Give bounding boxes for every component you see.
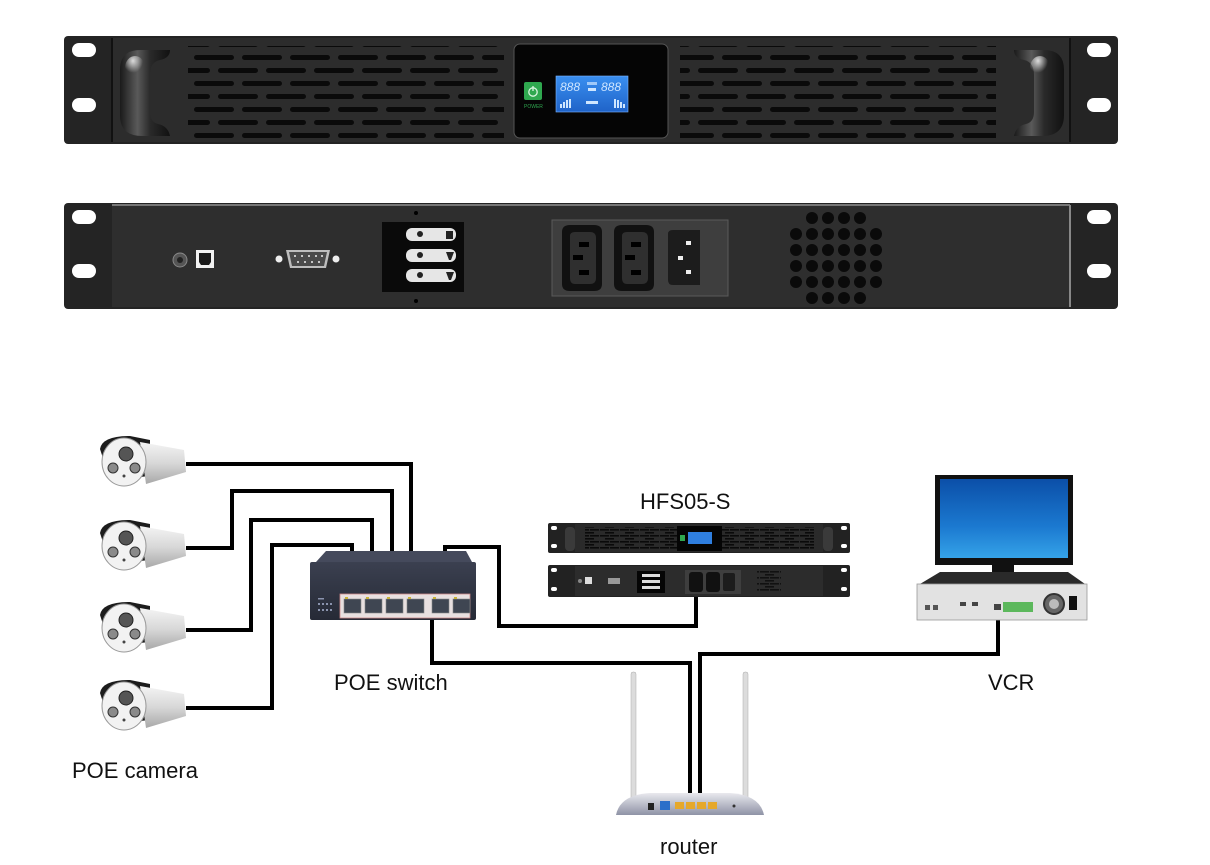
vcr-label: VCR (988, 670, 1035, 695)
fan-vent (790, 212, 882, 304)
power-button-label: POWER (524, 104, 543, 110)
port-led (454, 597, 457, 599)
lcd-left-digits: 888 (560, 80, 580, 94)
fan-vent-hole (822, 228, 834, 240)
camera-lens (118, 530, 134, 546)
ups-small-front (548, 523, 850, 553)
port-led (366, 597, 369, 599)
fan-vent-hole (790, 244, 802, 256)
camera-lens (118, 690, 134, 706)
poe-camera-label: POE camera (72, 758, 198, 783)
port-led (345, 597, 348, 599)
rack-ear-hole (1087, 43, 1111, 57)
fan-vent-hole (870, 276, 882, 288)
c13-outlet-1[interactable] (562, 225, 602, 291)
rack-ear-hole (1087, 264, 1111, 278)
switch-port-3[interactable] (385, 598, 404, 614)
fan-vent-hole (838, 276, 850, 288)
fan-vent-hole (838, 260, 850, 272)
rack-ear-hole (1087, 98, 1111, 112)
ups-model-label: HFS05-S (640, 489, 731, 514)
fan-vent-hole (806, 212, 818, 224)
cable-switch-router (430, 610, 692, 795)
rack-ear-hole (72, 264, 96, 278)
rack-ear-hole (72, 98, 96, 112)
cable-switch-ups (443, 545, 698, 628)
c13-outlet-2[interactable] (614, 225, 654, 291)
switch-port-5[interactable] (431, 598, 450, 614)
db9-serial-port[interactable] (275, 250, 340, 268)
poe-camera-2[interactable] (100, 520, 186, 571)
cable-camera-3 (186, 518, 374, 632)
router-label: router (660, 834, 718, 859)
c14-inlet[interactable] (668, 230, 700, 285)
cable-vcr-router (698, 608, 1000, 795)
port-led (387, 597, 390, 599)
lcd-right-digits: 888 (601, 80, 621, 94)
fan-vent-hole (854, 244, 866, 256)
fan-vent-hole (854, 212, 866, 224)
camera-lens (118, 612, 134, 628)
switch-port-2[interactable] (364, 598, 383, 614)
fan-vent-hole (806, 244, 818, 256)
poe-switch-label: POE switch (334, 670, 448, 695)
terminal-block[interactable] (382, 211, 464, 303)
poe-switch[interactable] (310, 551, 476, 620)
router[interactable] (616, 671, 764, 815)
camera-lens (118, 446, 134, 462)
fan-vent-hole (870, 260, 882, 272)
poe-camera-4[interactable] (100, 680, 186, 731)
fan-vent-hole (838, 212, 850, 224)
switch-port-4[interactable] (406, 598, 425, 614)
handle-right[interactable] (1014, 50, 1064, 136)
fan-vent-hole (806, 276, 818, 288)
dc-jack[interactable] (172, 252, 188, 268)
switch-status-leds (318, 598, 332, 611)
fan-vent-hole (790, 260, 802, 272)
vcr-recorder[interactable] (916, 572, 1088, 621)
fan-vent-hole (822, 244, 834, 256)
fan-vent-hole (854, 292, 866, 304)
ups-front-panel: 888 888 (64, 36, 1118, 144)
fan-vent-hole (822, 276, 834, 288)
fan-vent-hole (822, 212, 834, 224)
fan-vent-hole (790, 228, 802, 240)
usb-b-port[interactable] (196, 250, 214, 268)
rack-ear-hole (72, 43, 96, 57)
router-lan-ports (675, 802, 717, 809)
fan-vent-hole (870, 228, 882, 240)
switch-port-1[interactable] (343, 598, 362, 614)
fan-vent-hole (822, 292, 834, 304)
power-button[interactable] (524, 82, 542, 100)
vent-grille-left (188, 46, 504, 138)
fan-vent-hole (806, 260, 818, 272)
port-led (408, 597, 411, 599)
rack-ear-hole (72, 210, 96, 224)
handle-left[interactable] (120, 50, 170, 136)
cable-camera-2 (186, 489, 394, 600)
fan-vent-hole (838, 292, 850, 304)
cables (186, 462, 1000, 795)
fan-vent-hole (838, 228, 850, 240)
rack-ear-hole (1087, 210, 1111, 224)
fan-vent-hole (806, 292, 818, 304)
vent-grille-right (680, 46, 996, 138)
fan-vent-hole (870, 244, 882, 256)
fan-vent-hole (838, 244, 850, 256)
poe-camera-3[interactable] (100, 602, 186, 653)
fan-vent-hole (790, 276, 802, 288)
fan-vent-hole (854, 228, 866, 240)
ups-rear-panel (64, 203, 1118, 309)
fan-vent-hole (854, 276, 866, 288)
lcd-display: 888 888 (555, 75, 629, 113)
fan-vent-hole (854, 260, 866, 272)
switch-port-6[interactable] (452, 598, 471, 614)
fan-vent-hole (806, 228, 818, 240)
monitor (935, 475, 1073, 584)
poe-camera-1[interactable] (100, 436, 186, 487)
fan-vent-hole (822, 260, 834, 272)
ups-small-rear (548, 565, 850, 597)
port-led (433, 597, 436, 599)
